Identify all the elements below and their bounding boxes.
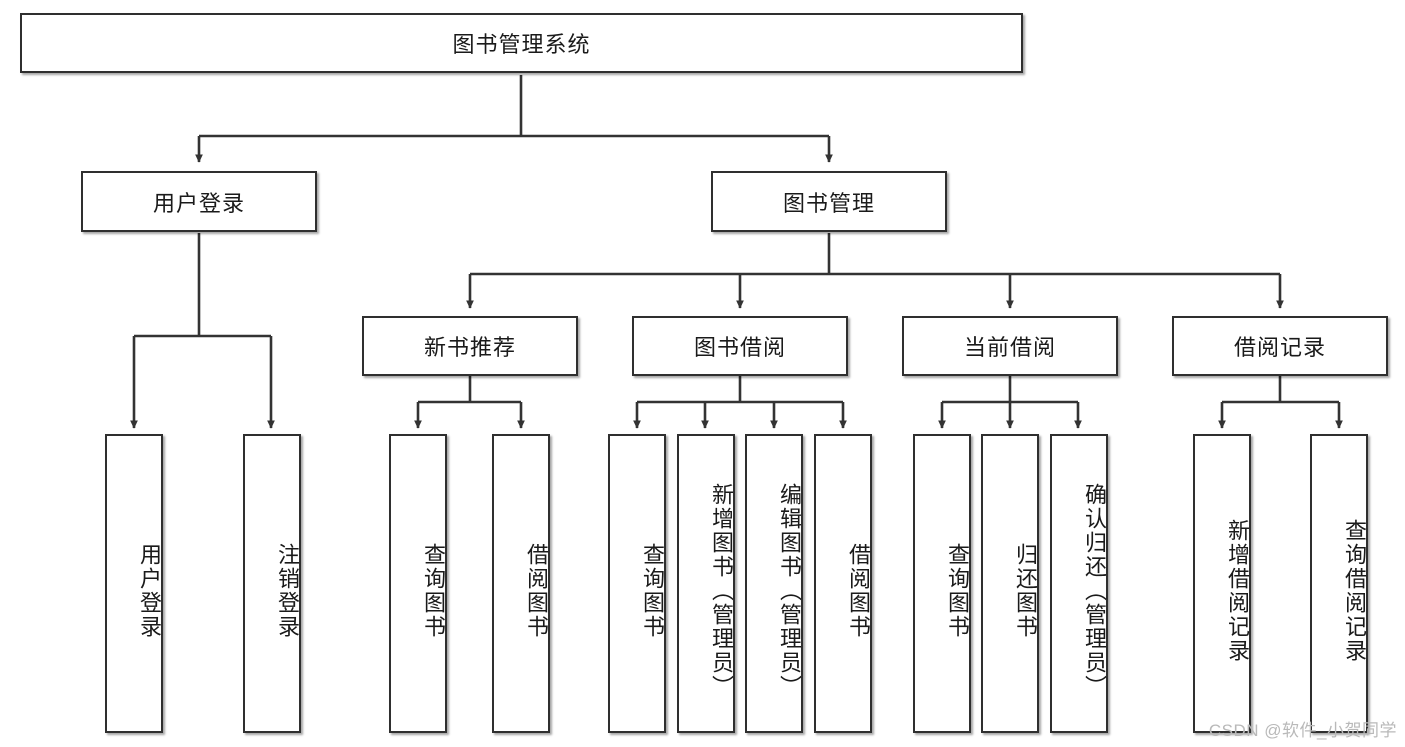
node-leaf-borrow-book-1[interactable]: 借阅图书 [492,434,550,733]
node-leaf-confirm-return[interactable]: 确认归还（管理员） [1050,434,1108,733]
node-leaf-return-book[interactable]: 归还图书 [981,434,1039,733]
node-leaf-query-book-2-label: 查询图书 [640,542,665,639]
node-leaf-query-book-3[interactable]: 查询图书 [913,434,971,733]
node-leaf-add-book-label: 新增图书（管理员） [709,482,734,699]
node-leaf-logout[interactable]: 注销登录 [243,434,301,733]
node-new-book-rec[interactable]: 新书推荐 [362,316,578,376]
node-new-book-rec-label: 新书推荐 [423,335,516,360]
node-leaf-add-book[interactable]: 新增图书（管理员） [677,434,735,733]
node-root[interactable]: 图书管理系统 [20,13,1023,73]
node-leaf-edit-book[interactable]: 编辑图书（管理员） [745,434,803,733]
node-leaf-user-login-label: 用户登录 [137,542,162,639]
node-leaf-logout-label: 注销登录 [275,542,300,639]
node-book-mgmt-label: 图书管理 [782,190,875,216]
node-current-borrow-label: 当前借阅 [963,335,1056,360]
node-borrow-record[interactable]: 借阅记录 [1172,316,1388,376]
node-leaf-query-book-2[interactable]: 查询图书 [608,434,666,733]
node-leaf-return-book-label: 归还图书 [1013,542,1038,639]
node-leaf-confirm-return-label: 确认归还（管理员） [1082,482,1107,699]
node-leaf-borrow-book-2-label: 借阅图书 [846,542,871,639]
node-leaf-borrow-book-2[interactable]: 借阅图书 [814,434,872,733]
node-leaf-query-book-1-label: 查询图书 [421,542,446,639]
watermark-text: CSDN @软件_小贺同学 [1208,721,1397,740]
node-book-borrow-label: 图书借阅 [693,335,786,360]
node-leaf-borrow-book-1-label: 借阅图书 [524,542,549,639]
node-leaf-user-login[interactable]: 用户登录 [105,434,163,733]
node-root-label: 图书管理系统 [452,32,591,57]
node-book-borrow[interactable]: 图书借阅 [632,316,848,376]
node-user-login-label: 用户登录 [152,190,245,216]
node-leaf-edit-book-label: 编辑图书（管理员） [777,482,802,699]
node-leaf-query-book-3-label: 查询图书 [945,542,970,639]
node-leaf-query-book-1[interactable]: 查询图书 [389,434,447,733]
node-leaf-add-record-label: 新增借阅记录 [1225,518,1250,663]
node-leaf-add-record[interactable]: 新增借阅记录 [1193,434,1251,733]
node-borrow-record-label: 借阅记录 [1233,335,1326,360]
node-user-login[interactable]: 用户登录 [81,171,317,232]
node-current-borrow[interactable]: 当前借阅 [902,316,1118,376]
node-book-mgmt[interactable]: 图书管理 [711,171,947,232]
node-leaf-query-record-label: 查询借阅记录 [1342,518,1367,663]
node-leaf-query-record[interactable]: 查询借阅记录 [1310,434,1368,733]
